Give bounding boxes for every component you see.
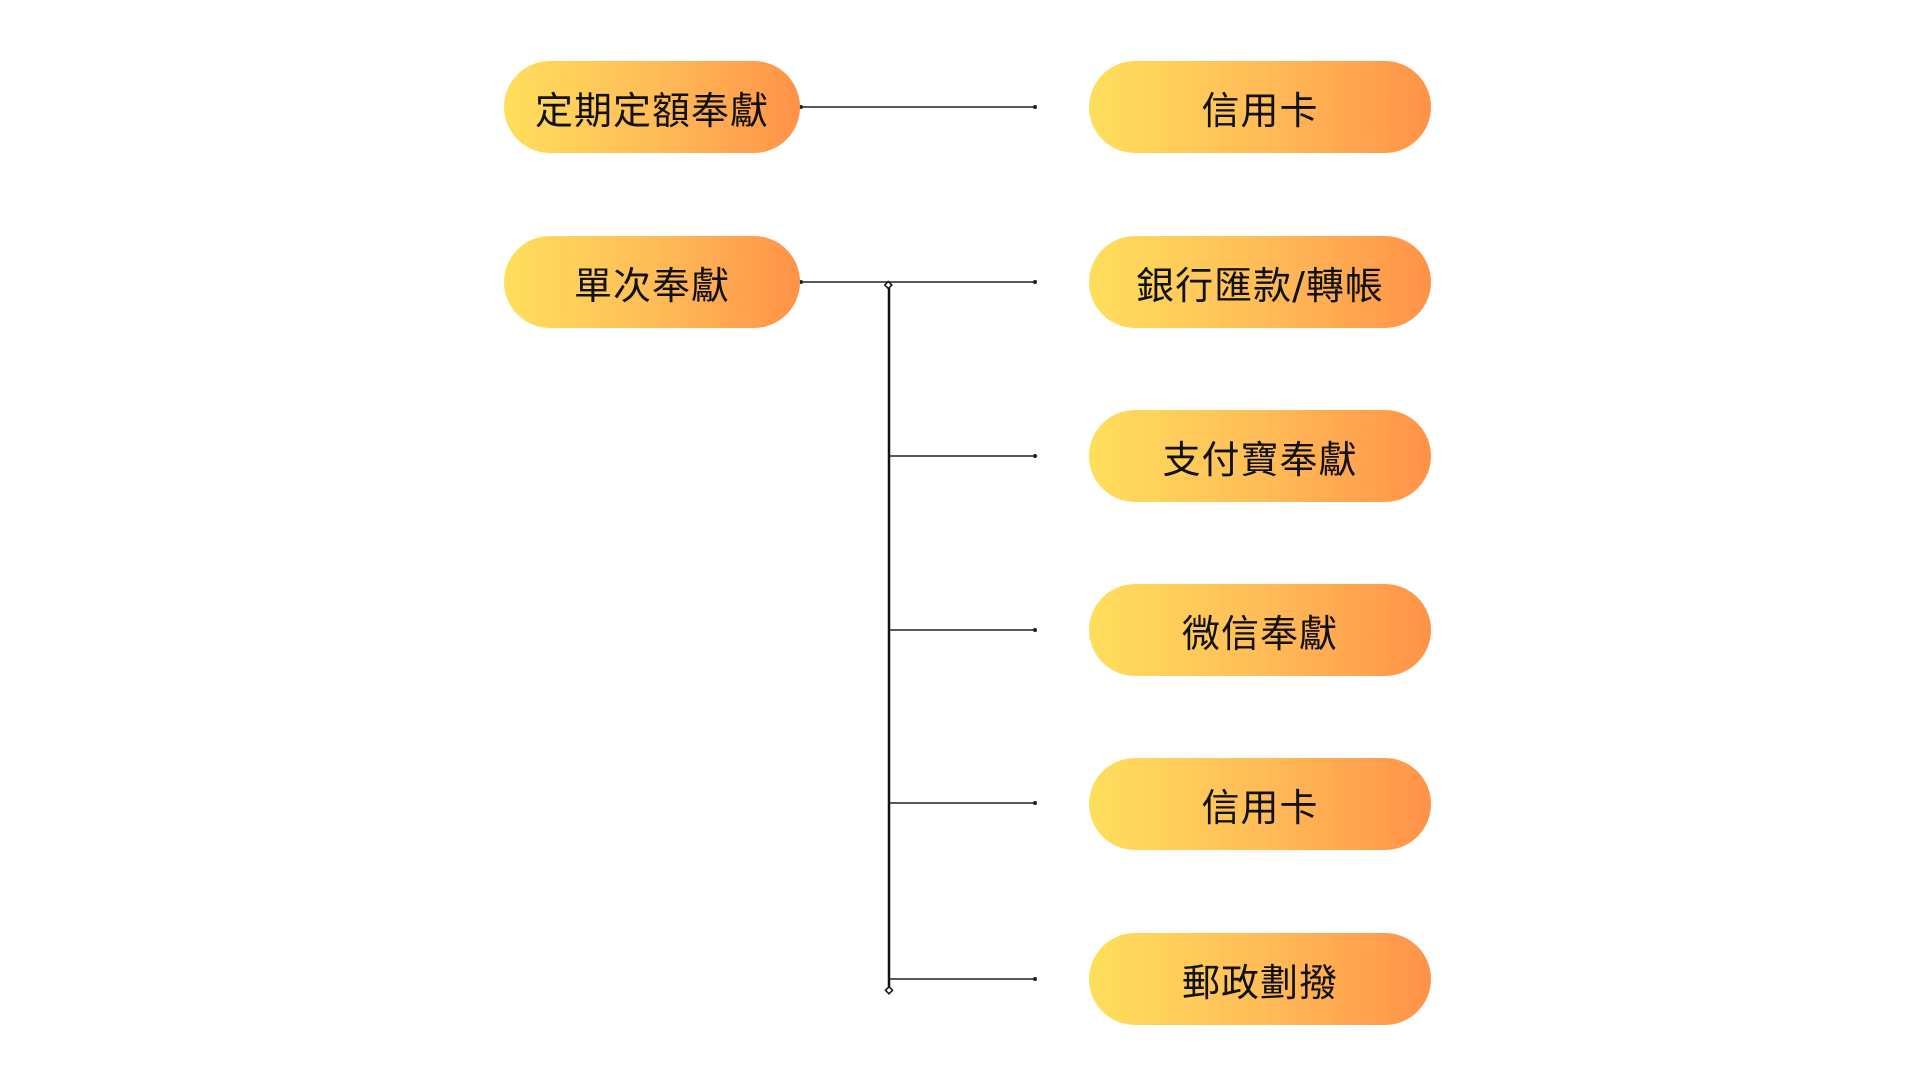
connector-dot <box>1033 454 1037 458</box>
node-label: 單次奉獻 <box>573 263 730 308</box>
node-one-time-offering: 單次奉獻 <box>504 236 800 328</box>
connector-dot <box>799 280 803 284</box>
trunk-bottom-diamond <box>884 985 894 995</box>
node-label: 信用卡 <box>1201 88 1319 133</box>
connector-dot <box>1033 280 1037 284</box>
connector-dot <box>799 105 803 109</box>
node-one-time-credit-card: 信用卡 <box>1089 758 1431 850</box>
connector-dot <box>1033 977 1037 981</box>
node-bank-transfer: 銀行匯款/轉帳 <box>1089 236 1431 328</box>
node-label: 銀行匯款/轉帳 <box>1136 263 1384 308</box>
node-postal-transfer: 郵政劃撥 <box>1089 933 1431 1025</box>
node-recurring-credit-card: 信用卡 <box>1089 61 1431 153</box>
connector-dot <box>1033 628 1037 632</box>
node-label: 定期定額奉獻 <box>534 88 769 133</box>
node-recurring-offering: 定期定額奉獻 <box>504 61 800 153</box>
node-label: 信用卡 <box>1201 785 1319 830</box>
node-label: 支付寶奉獻 <box>1162 437 1358 482</box>
node-wechat: 微信奉獻 <box>1089 584 1431 676</box>
trunk-top-diamond <box>883 280 893 290</box>
node-alipay: 支付寶奉獻 <box>1089 410 1431 502</box>
node-label: 郵政劃撥 <box>1181 960 1338 1005</box>
connector-dot <box>1033 105 1037 109</box>
node-label: 微信奉獻 <box>1181 611 1338 656</box>
connector-dot <box>1033 801 1037 805</box>
